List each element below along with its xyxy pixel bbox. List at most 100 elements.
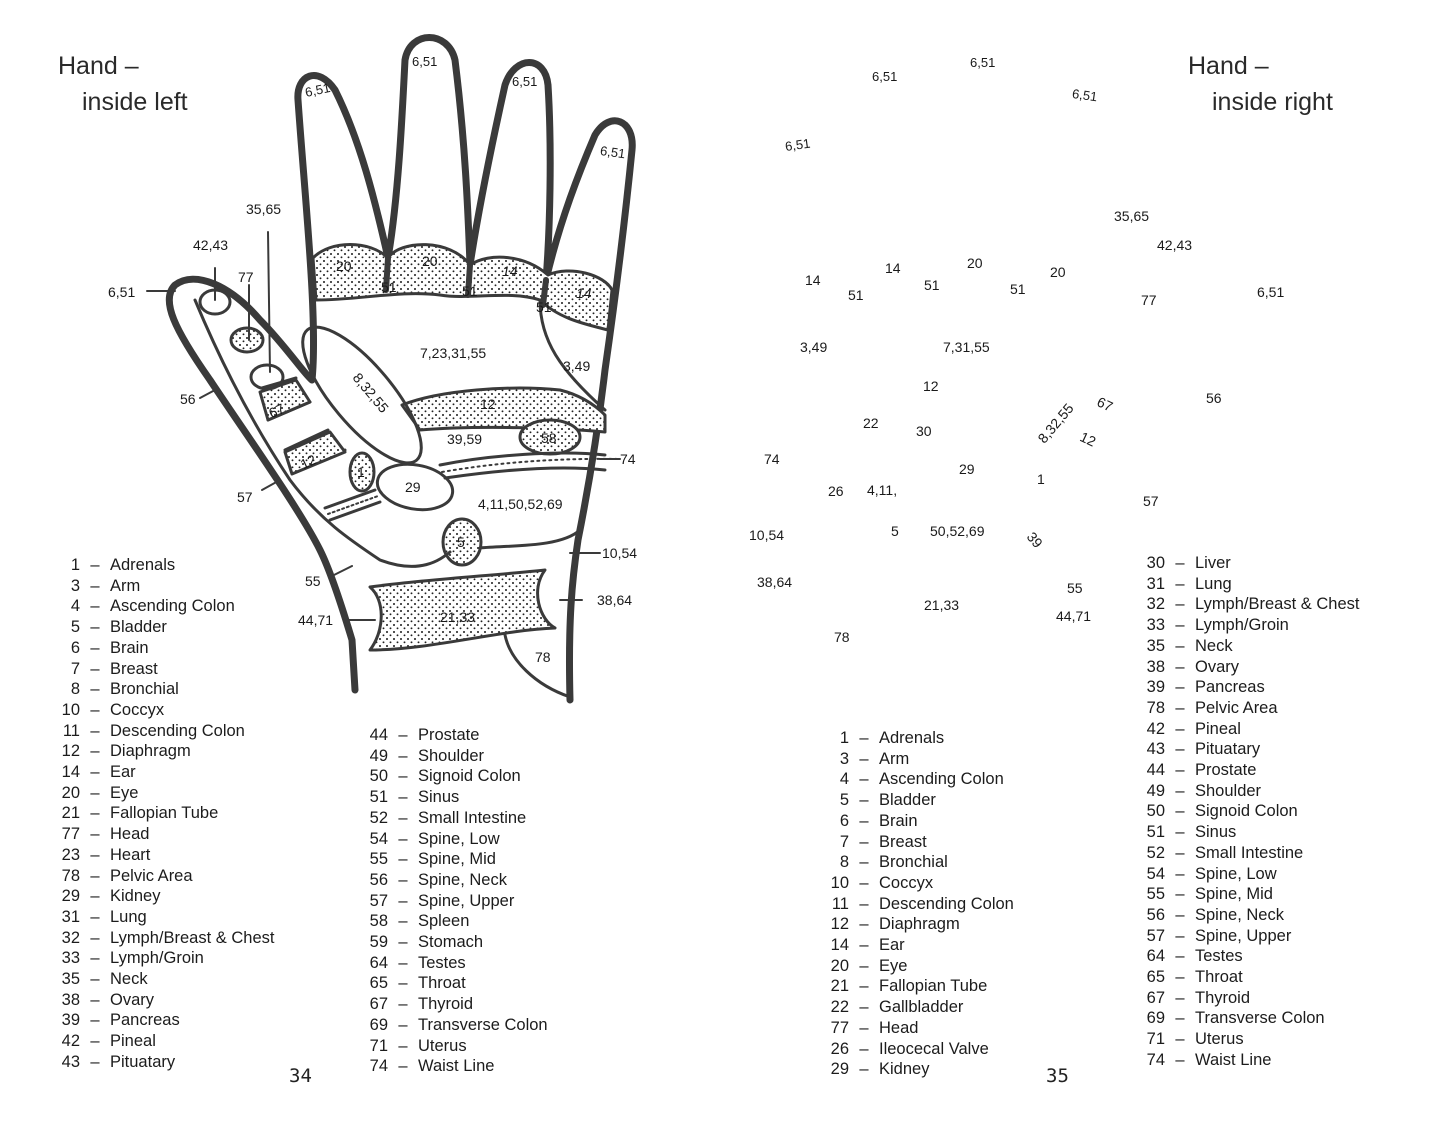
legend-name: Ascending Colon — [110, 597, 235, 616]
chest-label: 7,23,31,55 — [420, 345, 486, 361]
legend-entry: 55–Spine, Mid — [352, 849, 548, 870]
legend-name: Prostate — [1195, 761, 1257, 780]
legend-number: 43 — [61, 1052, 80, 1071]
legend-name: Neck — [1195, 636, 1233, 655]
legend-dash: – — [398, 891, 408, 910]
legend-entry: 8–Bronchial — [813, 852, 1014, 873]
legend-number: 77 — [61, 825, 80, 844]
eye-label: 20 — [967, 255, 983, 271]
sinus-label: 51 — [462, 283, 478, 299]
legend-name: Spine, Mid — [1195, 885, 1273, 904]
bronchial-label: 8,32,55 — [1034, 400, 1076, 446]
legend-entry: 78–Pelvic Area — [1129, 698, 1359, 719]
chest-label: 7,31,55 — [943, 339, 990, 355]
pelvic-label: 78 — [834, 629, 850, 645]
legend-entry: 23–Heart — [44, 845, 274, 866]
legend-name: Head — [879, 1018, 919, 1037]
right-page: Hand – inside right — [717, 0, 1434, 1123]
pancreas-stomach-label: 39,59 — [447, 431, 482, 447]
legend-entry: 20–Eye — [44, 783, 274, 804]
neck-throat-label: 35,65 — [1114, 208, 1149, 224]
arm-shoulder-label: 3,49 — [563, 358, 590, 374]
legend-name: Arm — [879, 749, 910, 768]
legend-number: 43 — [1146, 740, 1165, 759]
legend-name: Coccyx — [110, 700, 165, 719]
legend-dash: – — [398, 829, 408, 848]
legend-number: 65 — [1146, 968, 1165, 987]
legend-name: Sinus — [418, 788, 460, 807]
legend-number: 8 — [70, 680, 80, 699]
heading-line2: inside left — [82, 88, 188, 116]
legend-number: 6 — [70, 638, 80, 657]
legend-name: Stomach — [418, 933, 484, 952]
legend-dash: – — [859, 1018, 869, 1037]
legend-name: Adrenals — [879, 729, 945, 747]
legend-dash: – — [859, 832, 869, 851]
legend-dash: – — [398, 1036, 408, 1055]
legend-name: Adrenals — [110, 556, 176, 574]
gallbladder-label: 22 — [863, 415, 879, 431]
finger-label: 6,51 — [784, 136, 811, 154]
adrenals-label: 1 — [1037, 471, 1045, 487]
legend-dash: – — [90, 866, 100, 885]
sinus-label: 51 — [381, 279, 397, 295]
legend-name: Diaphragm — [110, 742, 191, 761]
legend-entry: 6–Brain — [44, 638, 274, 659]
legend-dash: – — [90, 825, 100, 844]
legend-entry: 7–Breast — [813, 832, 1014, 853]
legend-entry: 35–Neck — [44, 969, 274, 990]
legend-dash: – — [859, 915, 869, 934]
legend-entry: 39–Pancreas — [44, 1010, 274, 1031]
legend-name: Spine, Upper — [1195, 926, 1292, 945]
legend-entry: 52–Small Intestine — [352, 808, 548, 829]
legend-entry: 69–Transverse Colon — [1129, 1008, 1359, 1029]
legend-entry: 54–Spine, Low — [1129, 864, 1359, 885]
legend-entry: 44–Prostate — [1129, 760, 1359, 781]
ovary-testes-label: 38,64 — [597, 592, 632, 608]
page-number: 34 — [289, 1065, 312, 1087]
legend-entry: 64–Testes — [1129, 946, 1359, 967]
legend-number: 1 — [839, 729, 849, 747]
legend-number: 20 — [830, 956, 849, 975]
legend-dash: – — [90, 783, 100, 802]
legend-entry: 50–Signoid Colon — [1129, 801, 1359, 822]
coccyx-spine-label: 10,54 — [602, 545, 637, 561]
legend-entry: 1–Adrenals — [44, 555, 274, 576]
bladder-label: 5 — [457, 534, 465, 550]
legend-name: Breast — [110, 659, 158, 678]
legend-number: 3 — [70, 576, 80, 595]
legend-entry: 43–Pituatary — [44, 1052, 274, 1073]
legend-dash: – — [1175, 698, 1185, 717]
legend-number: 54 — [369, 829, 388, 848]
legend-number: 78 — [1146, 698, 1165, 717]
adrenals-label: 1 — [357, 464, 365, 480]
legend-number: 67 — [369, 995, 388, 1014]
legend-entry: 49–Shoulder — [1129, 781, 1359, 802]
legend-dash: – — [1175, 761, 1185, 780]
legend-entry: 12–Diaphragm — [44, 741, 274, 762]
legend-number: 38 — [61, 990, 80, 1009]
thumb-tip-label: 6,51 — [1257, 284, 1284, 300]
arm-shoulder-label: 3,49 — [800, 339, 827, 355]
legend-dash: – — [1175, 719, 1185, 738]
legend-entry: 38–Ovary — [1129, 657, 1359, 678]
legend-dash: – — [90, 990, 100, 1009]
waist-band — [438, 451, 607, 467]
diaphragm-label: 12 — [480, 396, 496, 412]
legend-entry: 51–Sinus — [352, 787, 548, 808]
legend-entry: 42–Pineal — [44, 1031, 274, 1052]
legend-number: 57 — [369, 891, 388, 910]
legend-number: 26 — [830, 1039, 849, 1058]
diaphragm-label: 12 — [923, 378, 939, 394]
legend-dash: – — [90, 618, 100, 637]
legend-dash: – — [90, 638, 100, 657]
legend-entry: 50–Signoid Colon — [352, 766, 548, 787]
legend-name: Ovary — [110, 990, 155, 1009]
legend-entry: 33–Lymph/Groin — [44, 948, 274, 969]
legend-name: Eye — [879, 956, 908, 975]
legend-dash: – — [859, 791, 869, 810]
legend-name: Thyroid — [418, 995, 474, 1014]
legend-dash: – — [1175, 595, 1185, 614]
legend-name: Liver — [1195, 554, 1231, 572]
